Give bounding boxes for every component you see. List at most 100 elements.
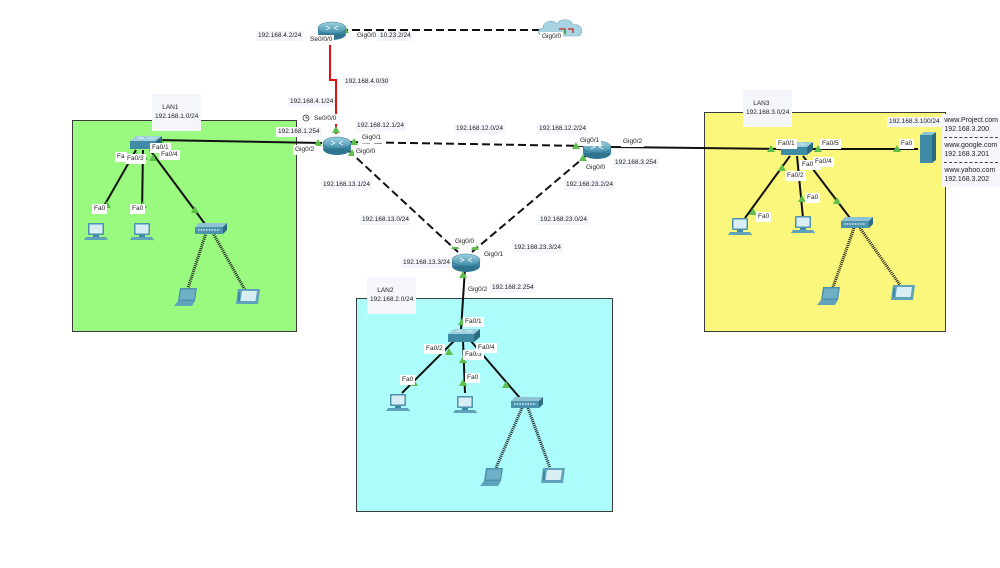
r3-g00-port: Gig0/0	[453, 237, 477, 248]
lan1-sw-port4: Fa0/4	[159, 150, 180, 161]
lan2-pc1-port: Fa0	[400, 375, 416, 386]
lan1-sw-port3: Fa0/3	[125, 154, 146, 165]
lan3-link-pc1	[744, 155, 791, 219]
lan2-sw-port2: Fa0/2	[424, 344, 445, 355]
lan1-pc2-port: Fa0	[130, 204, 146, 215]
link-r1-r3	[347, 149, 459, 253]
dns-host: www.Project.com	[944, 117, 998, 124]
access-point-lan1-icon	[194, 222, 228, 235]
access-point-lan2-icon	[510, 396, 544, 409]
dns-note: www.Project.com 192.168.3.200 www.google.…	[942, 114, 1000, 187]
lan3-network: 192.168.3.0/24	[746, 108, 790, 116]
port-indicators	[103, 26, 901, 388]
lan3-sw-port5: Fa0/5	[820, 139, 841, 150]
lan1-sw-port2: Fa	[115, 152, 127, 163]
lan2-wireless-tablet	[526, 407, 552, 469]
serial-network: 192.168.4.0/30	[343, 77, 391, 88]
lan3-name: LAN3	[753, 99, 770, 107]
tablet-lan3-icon	[891, 285, 915, 300]
lan2-wireless-laptop	[493, 407, 524, 471]
lan3-link-pc2	[796, 155, 804, 219]
lan2-sw-port3: Fa0/3	[463, 350, 484, 361]
pc-lan1-2-icon	[130, 223, 154, 241]
link-serial-isp-r1	[329, 42, 337, 134]
lan2-sw-port4: Fa0/4	[476, 343, 497, 354]
pc-lan3-2-icon	[791, 216, 815, 234]
tablet-lan2-icon	[541, 468, 565, 483]
laptop-lan1-icon	[174, 288, 197, 306]
lan2-sw-uplink-port: Fa0/1	[463, 317, 484, 328]
dns-ip: 192.168.3.201	[944, 151, 990, 159]
lan1-sw-uplink-port: Fa0/1	[150, 143, 171, 154]
tablet-lan1-icon	[236, 289, 260, 304]
lan1-wireless-tablet	[211, 232, 247, 291]
link-r2-r3	[471, 153, 589, 253]
r1-g01-ip: 192.168.12.1/24	[355, 121, 406, 132]
lan3-sw-uplink-port: Fa0/1	[776, 139, 797, 150]
lan3-wireless-tablet	[858, 227, 902, 286]
r1-r2-network: 192.168.12.0/24	[454, 124, 505, 135]
pc-lan3-1-icon	[728, 218, 752, 236]
r3-g01-ip: 192.168.23.3/24	[512, 243, 563, 254]
lan1-pc1-port: Fa0	[92, 204, 108, 215]
lan2-name: LAN2	[377, 286, 394, 294]
r3-g02-port: Gig0/2	[466, 285, 490, 296]
link-r1-sw1	[155, 139, 323, 144]
r1-g00-port: Gig0/0	[354, 147, 378, 158]
lan1-name: LAN1	[162, 103, 179, 111]
server-ip: 192.168.3.100/24	[887, 117, 942, 128]
r1-se-port: Se0/0/0	[312, 114, 339, 125]
isp-router-ip: 192.168.4.2/24	[256, 31, 304, 42]
isp-gig-ip: 10.23.2/24	[378, 31, 413, 42]
isp-gig-port: Gig0/0	[355, 31, 379, 42]
lan3-wireless-laptop	[830, 227, 856, 291]
lan3-sw-port4: Fa0/4	[813, 157, 834, 168]
dns-host: www.yahoo.com	[944, 167, 996, 175]
r2-g01-ip: 192.168.12.2/24	[537, 124, 588, 135]
link-r2-sw3	[609, 146, 783, 150]
r1-lan-port: Gig0/2	[293, 145, 317, 156]
r2-g01-port: Gig0/1	[578, 136, 602, 147]
clock-icon	[302, 114, 310, 122]
dns-ip: 192.168.3.202	[944, 176, 990, 184]
r2-r3-network: 192.168.23.0/24	[538, 215, 589, 226]
server-icon	[920, 132, 936, 163]
lan2-pc2-port: Fa0	[465, 373, 481, 384]
r2-g00-port: Gig0/0	[584, 163, 608, 174]
pc-lan2-1-icon	[386, 394, 410, 412]
link-r1-r2	[349, 141, 586, 147]
pc-lan1-1-icon	[84, 223, 108, 241]
dns-ip: 192.168.3.200	[944, 126, 990, 134]
r2-g00-ip: 192.168.23.2/24	[564, 180, 615, 191]
dns-host: www.google.com	[944, 142, 998, 150]
laptop-lan2-icon	[480, 468, 503, 486]
r1-se-ip: 192.168.4.1/24	[288, 97, 336, 108]
router-r1-icon	[322, 136, 352, 156]
dns-entry: www.Project.com 192.168.3.200	[944, 116, 998, 134]
isp-se-port: Se0/0/0	[308, 35, 335, 46]
r3-lan-ip: 192.168.2.254	[490, 283, 536, 294]
r1-r3-network: 192.168.13.0/24	[360, 215, 411, 226]
switch-lan2-icon	[447, 328, 481, 343]
r1-g00-ip: 192.168.13.1/24	[321, 180, 372, 191]
r3-g00-ip: 192.168.13.3/24	[401, 258, 452, 269]
r3-g01-port: Gig0/1	[482, 250, 506, 261]
r1-lan-ip: 192.168.1.254	[276, 127, 322, 138]
lan2-network: 192.168.2.0/24	[370, 295, 414, 303]
access-point-lan3-icon	[840, 216, 874, 229]
lan1-wireless-laptop	[186, 232, 208, 289]
lan1-network: 192.168.1.0/24	[155, 112, 199, 120]
lan3-sw-port3: Fa0/3	[800, 160, 821, 171]
router-r3-icon	[451, 253, 481, 273]
lan3-pc2-port: Fa0	[805, 193, 821, 204]
pc-lan2-2-icon	[453, 396, 477, 414]
r2-lan-ip: 192.168.3.254	[613, 158, 659, 169]
lan3-sw-port2: Fa0/2	[785, 171, 806, 182]
r1-g01-port: Gig0/1	[360, 133, 384, 144]
